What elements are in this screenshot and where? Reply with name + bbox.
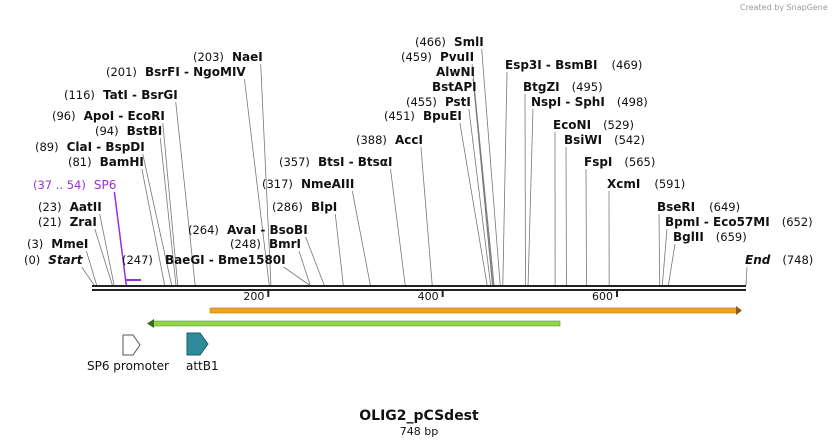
leader-line-bamhi — [141, 168, 165, 286]
site-blpi[interactable]: (286)BlpI — [272, 200, 337, 214]
site-bamhi[interactable]: (81)BamHI — [68, 155, 144, 169]
leader-line-smli — [481, 48, 501, 286]
site-econi[interactable]: EcoNI(529) — [553, 118, 634, 132]
site-xcmi[interactable]: XcmI(591) — [607, 177, 685, 191]
site-bstbi[interactable]: (94)BstBI — [95, 124, 162, 138]
leader-line-bglii — [668, 243, 676, 286]
leader-line-bmri — [298, 250, 311, 286]
site-leader-lines — [81, 48, 748, 286]
site-mmei[interactable]: (3)MmeI — [27, 237, 88, 251]
site-smli[interactable]: (466)SmlI — [415, 35, 484, 49]
site-bseri[interactable]: BseRI(649) — [657, 200, 740, 214]
leader-line-alwni — [472, 78, 494, 286]
site-btgzi[interactable]: BtgZI(495) — [523, 80, 603, 94]
leader-line-bsrfi — [244, 78, 270, 286]
leader-line-bstbi — [159, 137, 177, 286]
site-zrai[interactable]: (21)ZraI — [38, 215, 97, 229]
attb1-label: attB1 — [186, 359, 219, 373]
site-bsiwi[interactable]: BsiWI(542) — [564, 133, 645, 147]
site-labels: (0)Start (3)MmeI (21)ZraI (23)AatII (37 … — [24, 35, 813, 267]
leader-line-pvuii — [471, 63, 495, 286]
site-bglii[interactable]: BglII(659) — [673, 230, 747, 244]
site-start[interactable]: (0)Start — [24, 253, 84, 267]
site-naei[interactable]: (203)NaeI — [193, 50, 263, 64]
site-esp3i[interactable]: Esp3I - BsmBI(469) — [505, 58, 642, 72]
leader-line-avai — [305, 236, 325, 286]
dna-backbone — [92, 285, 746, 291]
site-btsi[interactable]: (357)BtsI - BtsαI — [279, 155, 393, 169]
site-bstapi[interactable]: BstAPI — [432, 80, 477, 94]
site-bsrfi[interactable]: (201)BsrFI - NgoMIV — [106, 65, 246, 79]
leader-line-baegi — [283, 266, 310, 286]
site-end[interactable]: End(748) — [745, 253, 813, 267]
site-nmeaiii[interactable]: (317)NmeAIII — [262, 177, 354, 191]
site-alwni[interactable]: AlwNI — [436, 65, 475, 79]
site-psti[interactable]: (455)PstI — [406, 95, 471, 109]
leader-line-esp3i — [502, 71, 508, 286]
site-apoi[interactable]: (96)ApoI - EcoRI — [52, 109, 165, 123]
site-avai[interactable]: (264)AvaI - BsoBI — [188, 223, 308, 237]
leader-line-bpuei — [459, 122, 488, 286]
tick-label-600: 600 — [592, 290, 613, 303]
leader-line-zrai — [94, 228, 113, 286]
axis-ticks — [267, 290, 618, 297]
leader-line-bseri — [658, 213, 661, 286]
leader-line-bpmi — [661, 228, 668, 286]
attb1-icon[interactable] — [186, 332, 209, 356]
leader-line-tati — [175, 101, 196, 286]
feature-orange[interactable] — [209, 306, 742, 315]
leader-line-end — [745, 266, 748, 286]
tick-label-200: 200 — [243, 290, 264, 303]
map-title: OLIG2_pCSdest — [359, 408, 479, 424]
feature-green[interactable] — [147, 319, 561, 328]
site-nspi[interactable]: NspI - SphI(498) — [531, 95, 648, 109]
snapgene-credit: Created by SnapGene — [740, 3, 828, 12]
leader-line-blpi — [334, 213, 344, 286]
site-tati[interactable]: (116)TatI - BsrGI — [64, 88, 178, 102]
leader-line-apoi — [162, 122, 179, 286]
tick-label-400: 400 — [418, 290, 439, 303]
leader-line-sp6 — [113, 191, 127, 286]
site-bpuei[interactable]: (451)BpuEI — [384, 109, 462, 123]
site-baegi[interactable]: (247)BaeGI - Bme1580I — [122, 253, 286, 267]
leader-line-naei — [260, 63, 272, 286]
leader-line-acci — [420, 146, 433, 286]
site-bmri[interactable]: (248)BmrI — [230, 237, 301, 251]
leader-line-btsi — [390, 168, 406, 286]
site-pvuii[interactable]: (459)PvuII — [401, 50, 474, 64]
leader-line-nspi — [527, 108, 534, 286]
site-acci[interactable]: (388)AccI — [356, 133, 423, 147]
site-clai[interactable]: (89)ClaI - BspDI — [35, 140, 145, 154]
site-fspi[interactable]: FspI(565) — [584, 155, 655, 169]
map-subtitle: 748 bp — [400, 425, 438, 438]
sp6-promoter-icon[interactable] — [122, 334, 141, 356]
sp6-promoter-label: SP6 promoter — [87, 359, 169, 373]
leader-line-nmeaiii — [351, 190, 371, 286]
leader-line-clai — [142, 153, 172, 286]
leader-line-mmei — [85, 250, 97, 286]
leader-line-start — [81, 266, 95, 286]
site-bpmi[interactable]: BpmI - Eco57MI(652) — [665, 215, 813, 229]
leader-line-aatii — [99, 213, 115, 286]
site-aatii[interactable]: (23)AatII — [38, 200, 102, 214]
leader-line-psti — [468, 108, 492, 286]
site-sp6[interactable]: (37 .. 54)SP6 — [33, 178, 116, 192]
